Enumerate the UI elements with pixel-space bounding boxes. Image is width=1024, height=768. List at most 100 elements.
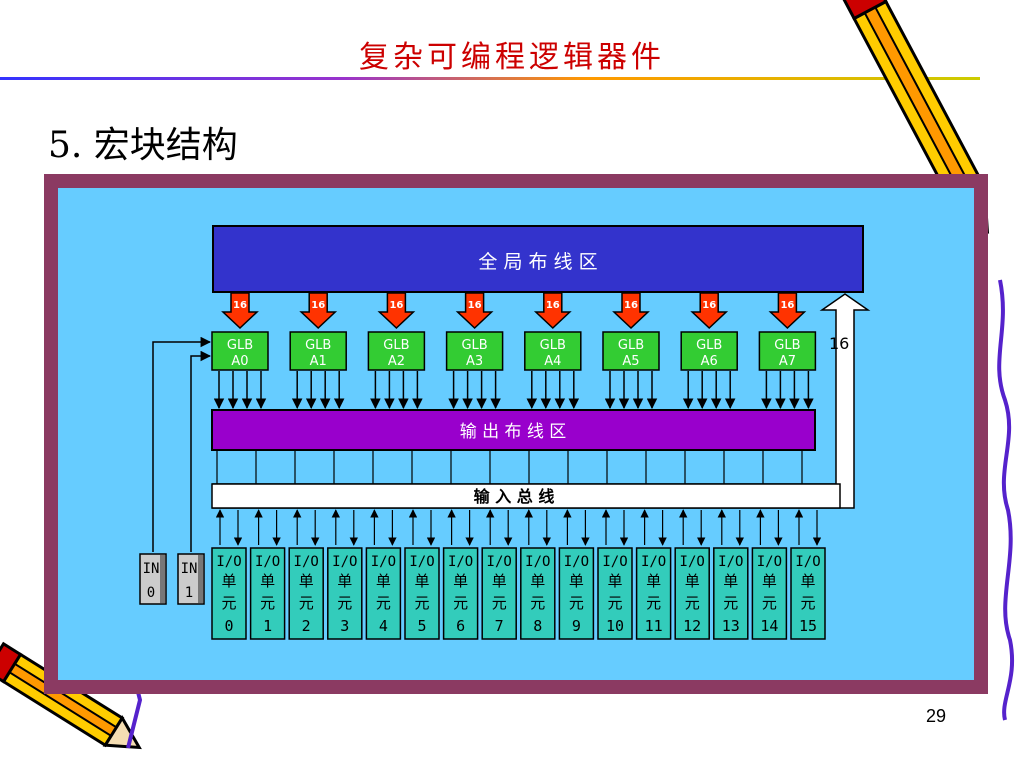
io-cell-char-1: 单	[414, 572, 429, 590]
slide-title: 复杂可编程逻辑器件	[359, 40, 665, 75]
io-cell-char-2: 元	[414, 594, 429, 612]
glb-index: A0	[231, 354, 248, 369]
io-cell-box	[365, 547, 402, 640]
input-index: 1	[185, 585, 193, 601]
io-cell-number: 5	[417, 617, 426, 635]
io-cell-number: 8	[533, 617, 542, 635]
io-cell-char-2: 元	[646, 594, 661, 612]
input-box-shade	[198, 555, 203, 603]
io-cell-char-2: 元	[607, 594, 622, 612]
bus-arrow	[221, 292, 259, 330]
glb-name: GLB	[540, 338, 566, 353]
dedicated-input-1: IN 1	[177, 350, 212, 605]
io-cell-box	[790, 547, 826, 640]
input-index: 0	[147, 585, 155, 601]
io-cell-label: I/O	[409, 554, 434, 570]
bus-arrow	[377, 292, 416, 330]
io-cell-number: 15	[799, 617, 817, 635]
io-cell-box	[713, 547, 749, 640]
input-line	[190, 350, 212, 552]
title-underline	[0, 77, 980, 80]
glb-box	[367, 331, 426, 371]
io-cell-box	[249, 547, 286, 640]
io-cell-char-1: 单	[376, 572, 391, 590]
bus-width-label: 16	[233, 300, 247, 311]
io-cell-char-2: 元	[800, 594, 815, 612]
io-cell-label: I/O	[487, 554, 512, 570]
io-cell-char-2: 元	[299, 594, 314, 612]
io-cell-label: I/O	[641, 554, 666, 570]
bus-width-label: 16	[546, 300, 560, 311]
io-cell-char-1: 单	[337, 572, 352, 590]
io-cell-char-2: 元	[337, 594, 352, 612]
glb-name: GLB	[461, 338, 487, 353]
bus-width-label: 16	[780, 300, 794, 311]
io-cell-label: I/O	[564, 554, 589, 570]
glb-name: GLB	[305, 338, 331, 353]
io-cell-number: 3	[340, 617, 349, 635]
bus-arrow	[612, 292, 650, 330]
io-cell-char-2: 元	[492, 594, 507, 612]
glb-name: GLB	[383, 338, 409, 353]
io-cell-label: I/O	[718, 554, 743, 570]
io-cell-char-1: 单	[762, 572, 777, 590]
io-cell-char-2: 元	[453, 594, 468, 612]
dedicated-input-0: IN 0	[139, 336, 212, 605]
glb-box	[680, 331, 738, 371]
global-routing-label: 全 局 布 线 区	[478, 251, 597, 273]
io-cell-char-2: 元	[221, 594, 236, 612]
io-cell-label: I/O	[332, 554, 357, 570]
glb-box	[602, 331, 660, 371]
glb-name: GLB	[227, 338, 253, 353]
output-routing-label: 输 出 布 线 区	[460, 422, 567, 442]
io-cell-char-2: 元	[685, 594, 700, 612]
input-line	[152, 336, 212, 552]
glb-box	[445, 331, 504, 371]
io-cell-box	[520, 547, 556, 640]
io-cell-box	[751, 547, 788, 640]
glb-box	[758, 331, 817, 371]
io-cell-box	[635, 547, 672, 640]
feedback-width-label: 16	[829, 334, 849, 353]
io-cell-number: 0	[224, 617, 233, 635]
glb-box	[524, 331, 582, 371]
io-cell-label: I/O	[255, 554, 280, 570]
io-cell-char-1: 单	[723, 572, 738, 590]
bus-arrow	[455, 292, 494, 330]
io-cell-char-1: 单	[453, 572, 468, 590]
input-box-shade	[160, 555, 165, 603]
io-cell-number: 6	[456, 617, 465, 635]
glb-index: A3	[466, 354, 483, 369]
io-cell-number: 7	[495, 617, 504, 635]
io-cell-number: 2	[302, 617, 311, 635]
glb-index: A2	[388, 354, 405, 369]
io-cell-number: 12	[683, 617, 701, 635]
glb-name: GLB	[774, 338, 800, 353]
io-cell-char-1: 单	[530, 572, 545, 590]
io-cell-char-1: 单	[646, 572, 661, 590]
io-cell-char-1: 单	[221, 572, 236, 590]
io-cell-label: I/O	[757, 554, 782, 570]
io-cell-box	[327, 547, 363, 640]
bus-arrow	[690, 292, 729, 330]
io-cell-char-1: 单	[299, 572, 314, 590]
page-number: 29	[926, 706, 947, 726]
io-cell-char-2: 元	[569, 594, 584, 612]
io-cell-number: 9	[572, 617, 581, 635]
input-name: IN	[181, 561, 198, 577]
